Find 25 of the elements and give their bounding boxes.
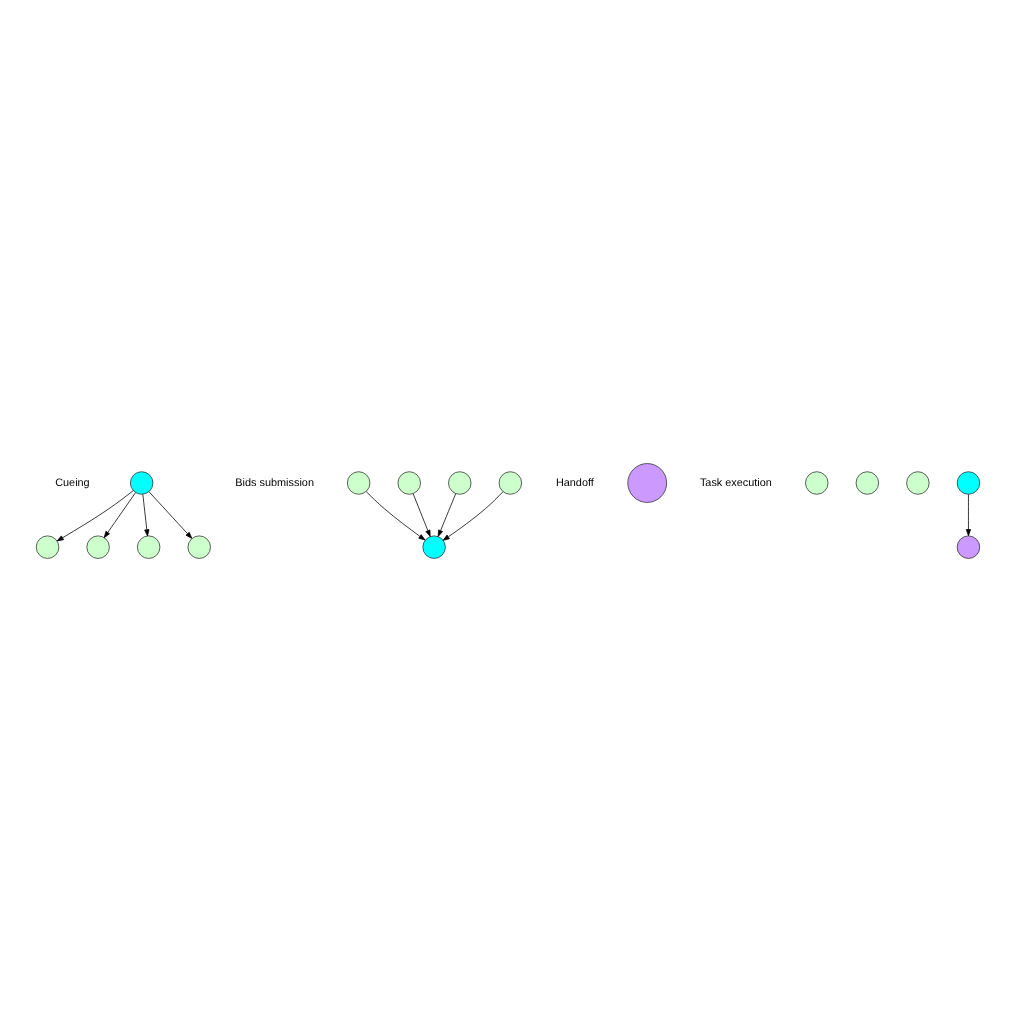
- node-circle: [627, 462, 668, 502]
- node-circle: [137, 534, 161, 558]
- arrow: [437, 492, 457, 536]
- arrow: [148, 490, 193, 538]
- node-circle: [805, 470, 829, 494]
- arrow: [365, 490, 426, 540]
- node-circle: [347, 470, 371, 494]
- arrow: [56, 489, 134, 541]
- node-circle: [187, 534, 211, 558]
- node-circle: [448, 470, 472, 494]
- node-circle: [35, 534, 60, 558]
- node-circle: [422, 534, 446, 558]
- node-circle: [855, 470, 879, 494]
- node-circle: [498, 470, 522, 494]
- arrow: [142, 493, 150, 536]
- node-circle: [906, 470, 930, 494]
- arrow: [442, 490, 504, 540]
- arrow: [412, 492, 431, 536]
- node-circle: [130, 470, 154, 494]
- arrow: [103, 491, 136, 538]
- arrow: [965, 493, 971, 536]
- node-circle: [86, 534, 110, 558]
- node-circle: [397, 470, 421, 494]
- node-circle: [956, 470, 981, 494]
- node-circle: [956, 534, 981, 558]
